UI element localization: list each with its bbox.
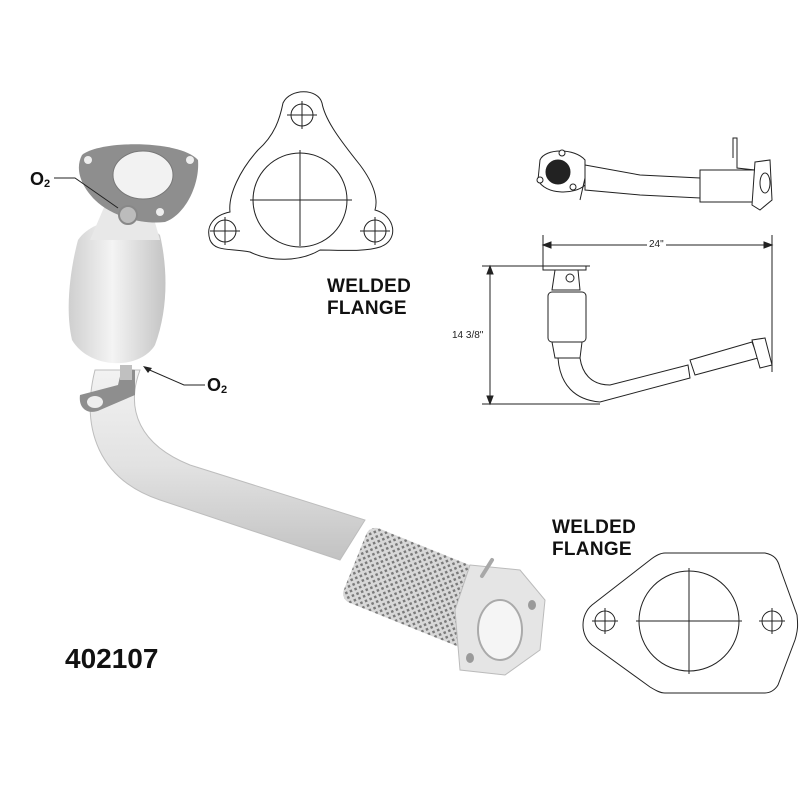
welded-flange-label-bottom: WELDED FLANGE — [552, 518, 636, 559]
welded-flange-bottom-line2: FLANGE — [552, 539, 632, 560]
welded-flange-label-top: WELDED FLANGE — [327, 277, 411, 318]
o2-sensor-label-upper: O2 — [30, 169, 51, 190]
width-dimension: 24" — [647, 239, 666, 250]
welded-flange-bottom-line1: WELDED — [552, 517, 637, 538]
part-number: 402107 — [65, 643, 159, 674]
o2-sensor-label-lower: O2 — [207, 375, 228, 396]
welded-flange-top-line2: FLANGE — [327, 298, 407, 319]
height-dimension: 14 3/8" — [452, 330, 484, 341]
welded-flange-top-line1: WELDED — [327, 276, 412, 297]
